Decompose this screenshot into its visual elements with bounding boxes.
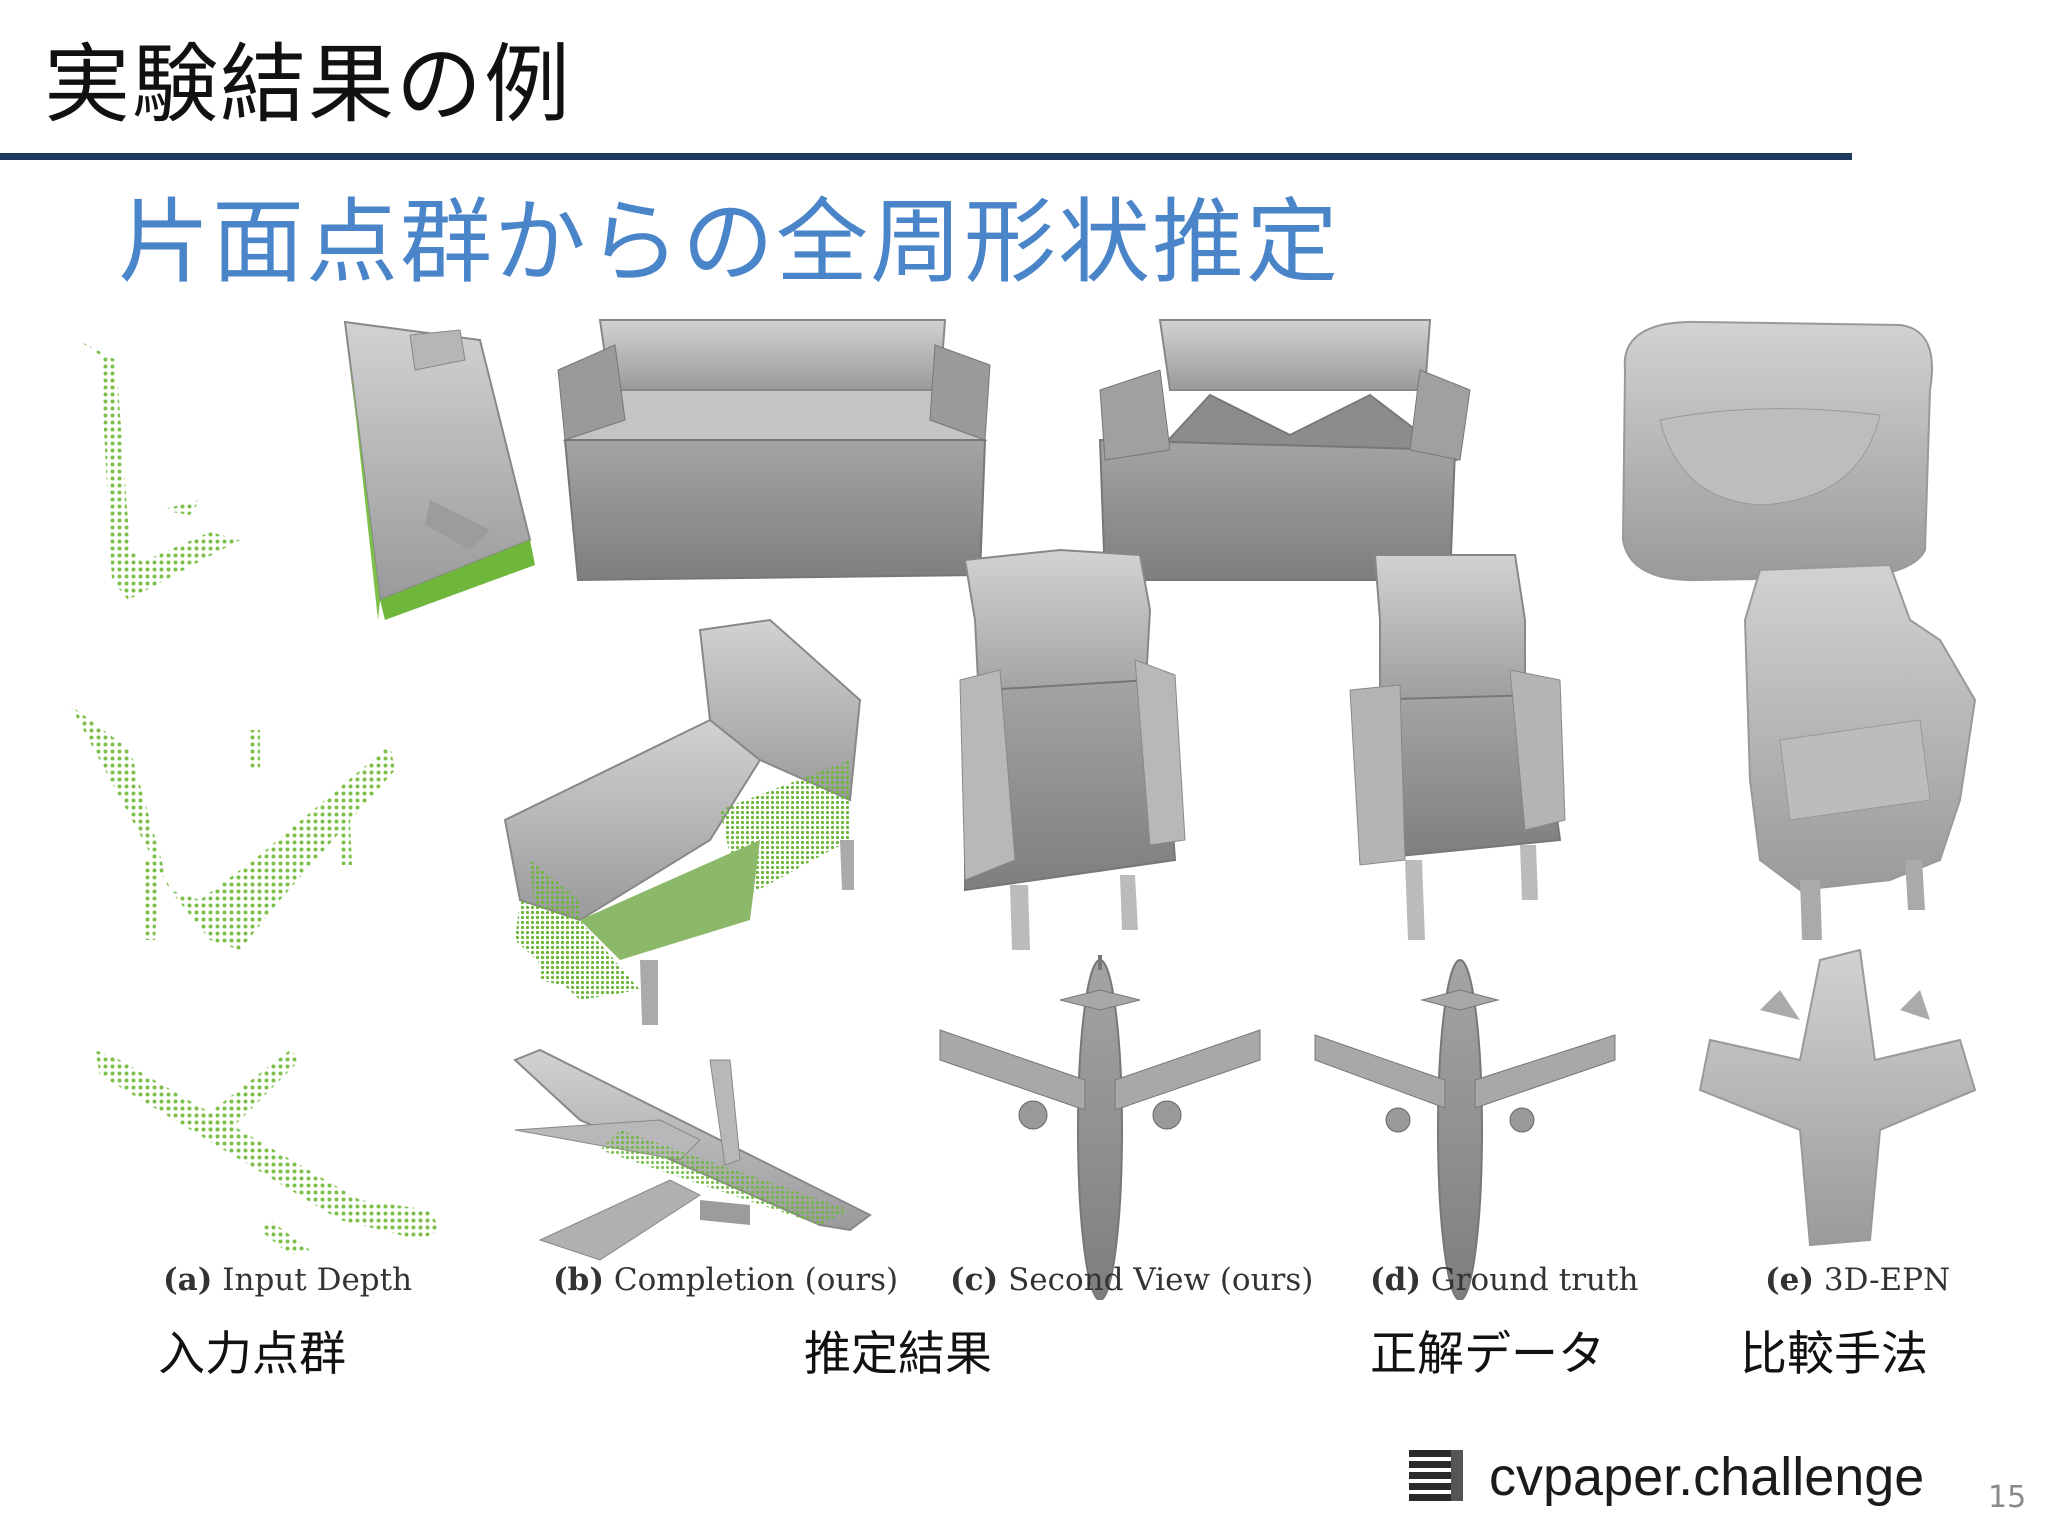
caption-a-text: Input Depth	[212, 1262, 413, 1298]
sofa-ground-truth	[1098, 319, 1471, 581]
label-estimation-result: 推定結果	[804, 1327, 992, 1382]
chair-ground-truth	[1349, 554, 1566, 940]
caption-e-text: 3D-EPN	[1814, 1262, 1951, 1298]
caption-e-tag: (e)	[1765, 1262, 1815, 1298]
logo-text: cvpaper.challenge	[1489, 1447, 1925, 1507]
caption-a-tag: (a)	[163, 1262, 213, 1298]
chair-completion	[503, 618, 862, 1025]
caption-c-text: Second View (ours)	[998, 1262, 1314, 1298]
page-number: 15	[1988, 1480, 2027, 1515]
caption-b-text: Completion (ours)	[604, 1262, 899, 1298]
caption-b: (b) Completion (ours)	[553, 1262, 898, 1298]
slide-title: 実験結果の例	[44, 35, 572, 135]
label-comparison-method: 比較手法	[1740, 1327, 1928, 1382]
stacked-layers-icon	[1409, 1450, 1463, 1501]
airplane-input-depth	[95, 1050, 440, 1255]
chair-input-depth	[70, 705, 395, 950]
airplane-second-view	[939, 955, 1261, 1300]
figure-illustrations	[70, 319, 1977, 1300]
caption-e: (e) 3D-EPN	[1765, 1262, 1950, 1298]
label-input-point-cloud: 入力点群	[158, 1327, 346, 1382]
chair-3d-epn	[1743, 563, 1977, 940]
chair-second-view	[959, 548, 1186, 950]
airplane-completion	[513, 1048, 872, 1261]
cvpaper-logo: cvpaper.challenge	[1405, 1442, 1924, 1512]
caption-a: (a) Input Depth	[163, 1262, 412, 1298]
caption-b-tag: (b)	[553, 1262, 605, 1298]
sofa-input-depth	[78, 340, 240, 600]
title-divider	[0, 153, 1852, 160]
results-figure	[60, 300, 1990, 1300]
caption-c-tag: (c)	[950, 1262, 999, 1298]
airplane-ground-truth	[1314, 959, 1616, 1300]
airplane-3d-epn	[1698, 948, 1977, 1247]
caption-d-tag: (d)	[1370, 1262, 1422, 1298]
label-ground-truth: 正解データ	[1370, 1327, 1605, 1382]
caption-d: (d) Ground truth	[1370, 1262, 1638, 1298]
caption-c: (c) Second View (ours)	[950, 1262, 1313, 1298]
sofa-3d-epn	[1621, 320, 1933, 582]
slide-subtitle: 片面点群からの全周形状推定	[118, 189, 1341, 296]
caption-d-text: Ground truth	[1421, 1262, 1639, 1298]
sofa-completion	[343, 320, 535, 620]
sofa-second-view	[557, 319, 991, 582]
